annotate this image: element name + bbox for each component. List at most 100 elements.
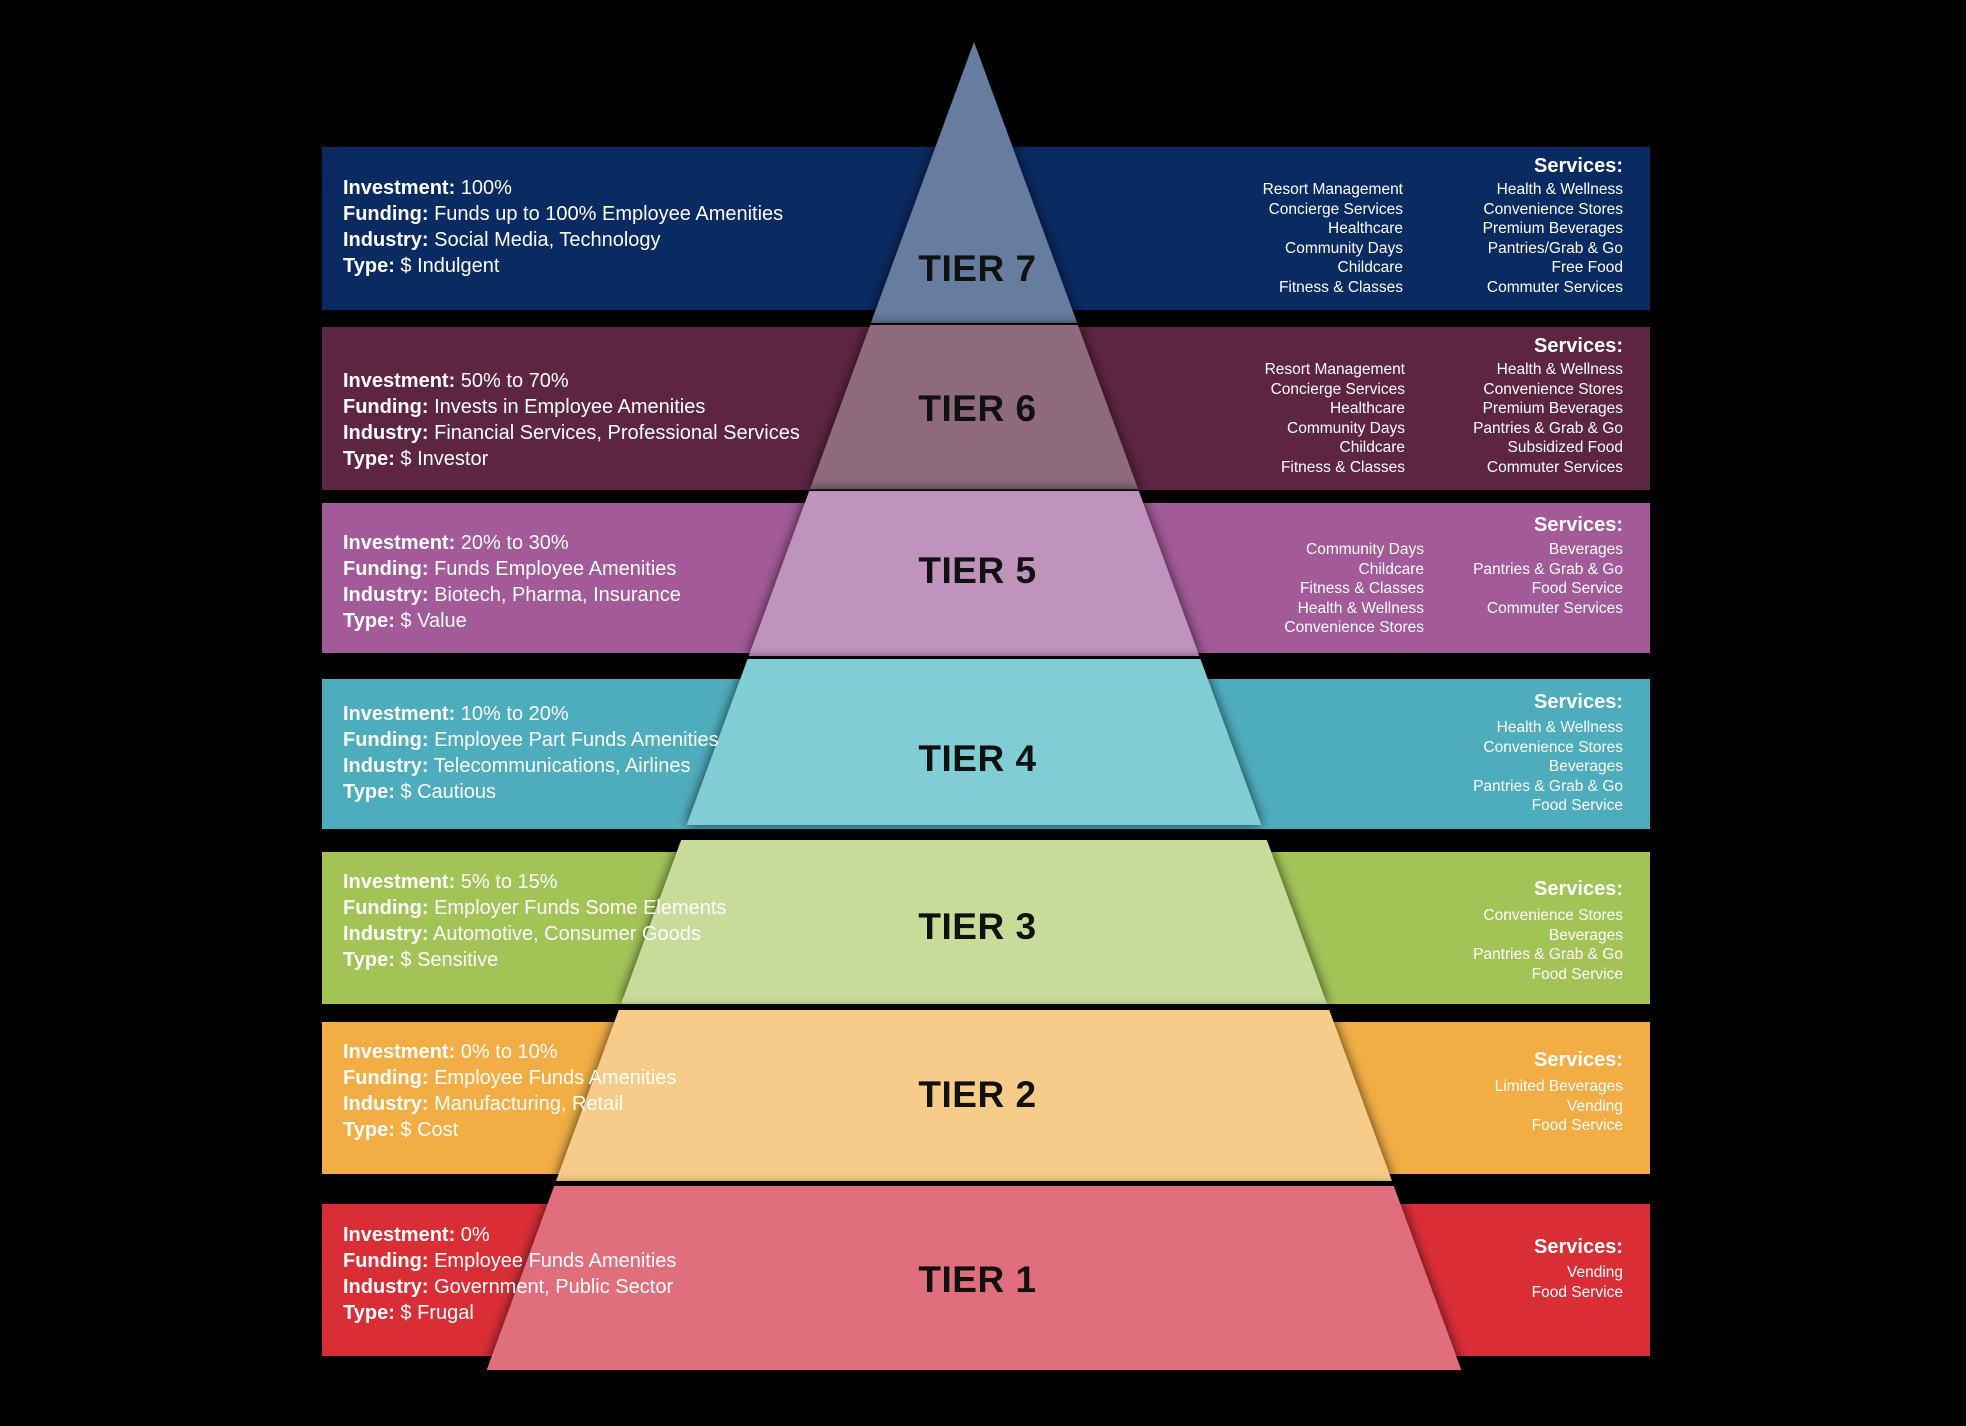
funding-value: Employee Funds Amenities: [428, 1067, 677, 1089]
service-item: Healthcare: [1330, 400, 1405, 417]
services-title: Services:: [1534, 878, 1623, 900]
service-item: Pantries & Grab & Go: [1473, 946, 1623, 963]
tier-info: Investment: 100%Funding: Funds up to 100…: [343, 175, 783, 279]
service-item: Resort Management: [1264, 361, 1405, 378]
investment-value: 0%: [455, 1224, 490, 1246]
service-item: Food Service: [1531, 1283, 1623, 1301]
tier-label: TIER 7: [918, 248, 1037, 289]
info-row-funding: Funding: Funds Employee Amenities: [343, 556, 681, 582]
investment-value: 10% to 20%: [455, 703, 569, 725]
service-item: Childcare: [1358, 560, 1424, 578]
pyramid-segment-tier-3: [621, 840, 1327, 1004]
info-row-industry: Industry: Social Media, Technology: [343, 227, 783, 253]
tier-info: Investment: 0% to 10%Funding: Employee F…: [343, 1039, 676, 1143]
info-row-investment: Investment: 20% to 30%: [343, 530, 681, 556]
service-item: Pantries/Grab & Go: [1487, 239, 1623, 257]
type-value: $ Investor: [394, 448, 489, 470]
info-row-industry: Industry: Financial Services, Profession…: [343, 420, 800, 446]
service-item: Food Service: [1531, 797, 1623, 814]
tier-info: Investment: 0%Funding: Employee Funds Am…: [343, 1222, 676, 1326]
service-item: Childcare: [1337, 259, 1403, 276]
investment-label: Investment:: [343, 1224, 456, 1246]
industry-label: Industry:: [343, 1276, 429, 1298]
service-item: Healthcare: [1328, 220, 1403, 237]
service-item: Pantries & Grab & Go: [1473, 419, 1623, 437]
industry-value: Government, Public Sector: [428, 1276, 674, 1298]
services-title: Services:: [1534, 691, 1623, 713]
service-item: Fitness & Classes: [1299, 580, 1424, 597]
type-value: $ Cost: [394, 1119, 459, 1141]
service-item: Fitness & Classes: [1278, 278, 1403, 296]
type-label: Type:: [343, 610, 395, 632]
investment-label: Investment:: [343, 1041, 456, 1063]
industry-label: Industry:: [343, 584, 429, 606]
tier-label: TIER 3: [918, 906, 1037, 947]
service-item: Community Days: [1306, 541, 1424, 558]
type-value: $ Frugal: [394, 1302, 474, 1324]
type-label: Type:: [343, 448, 395, 470]
service-item: Resort Management: [1262, 181, 1403, 198]
industry-value: Biotech, Pharma, Insurance: [428, 584, 681, 606]
info-row-investment: Investment: 5% to 15%: [343, 869, 726, 895]
type-label: Type:: [343, 781, 395, 803]
service-item: Vending: [1566, 1097, 1623, 1115]
tier-label: TIER 5: [918, 550, 1037, 591]
info-row-investment: Investment: 0% to 10%: [343, 1039, 676, 1065]
type-value: $ Sensitive: [394, 949, 499, 971]
info-row-type: Type: $ Sensitive: [343, 947, 726, 973]
tier-info: Investment: 20% to 30%Funding: Funds Emp…: [343, 530, 681, 634]
info-row-funding: Funding: Invests in Employee Amenities: [343, 394, 800, 420]
info-row-industry: Industry: Manufacturing, Retail: [343, 1091, 676, 1117]
service-item: Pantries & Grab & Go: [1473, 777, 1623, 795]
service-item: Health & Wellness: [1496, 361, 1623, 378]
investment-label: Investment:: [343, 871, 456, 893]
info-row-type: Type: $ Investor: [343, 446, 800, 472]
investment-value: 100%: [455, 177, 512, 199]
industry-label: Industry:: [343, 923, 429, 945]
services-title: Services:: [1534, 514, 1623, 536]
service-item: Community Days: [1287, 419, 1405, 437]
services-title: Services:: [1534, 335, 1623, 357]
info-row-type: Type: $ Cautious: [343, 779, 719, 805]
pyramid-segment-tier-2: [556, 1010, 1392, 1181]
service-item: Food Service: [1531, 580, 1623, 597]
service-item: Beverages: [1548, 541, 1623, 558]
tier-label: TIER 2: [918, 1074, 1037, 1115]
pyramid-segment-tier-4: [686, 659, 1262, 825]
tier-label: TIER 4: [918, 738, 1037, 779]
service-item: Concierge Services: [1270, 380, 1405, 398]
service-item: Health & Wellness: [1496, 181, 1623, 198]
type-label: Type:: [343, 1302, 395, 1324]
funding-label: Funding:: [343, 558, 429, 580]
funding-label: Funding:: [343, 396, 429, 418]
investment-value: 50% to 70%: [455, 370, 569, 392]
service-item: Convenience Stores: [1284, 619, 1424, 636]
service-item: Free Food: [1551, 259, 1623, 276]
tier-info: Investment: 50% to 70%Funding: Invests i…: [343, 368, 800, 472]
type-value: $ Indulgent: [394, 255, 500, 277]
pyramid-segment-tier-7: [870, 42, 1078, 323]
service-item: Convenience Stores: [1483, 200, 1623, 218]
info-row-funding: Funding: Employer Funds Some Elements: [343, 895, 726, 921]
info-row-funding: Funding: Funds up to 100% Employee Ameni…: [343, 201, 783, 227]
funding-label: Funding:: [343, 1250, 429, 1272]
industry-label: Industry:: [343, 422, 429, 444]
service-item: Community Days: [1285, 239, 1403, 257]
info-row-investment: Investment: 10% to 20%: [343, 701, 719, 727]
service-item: Limited Beverages: [1494, 1078, 1623, 1095]
service-item: Premium Beverages: [1482, 220, 1623, 237]
funding-value: Invests in Employee Amenities: [428, 396, 706, 418]
type-label: Type:: [343, 255, 395, 277]
investment-value: 20% to 30%: [455, 532, 569, 554]
funding-value: Employee Part Funds Amenities: [428, 729, 719, 751]
info-row-funding: Funding: Employee Funds Amenities: [343, 1248, 676, 1274]
info-row-investment: Investment: 50% to 70%: [343, 368, 800, 394]
